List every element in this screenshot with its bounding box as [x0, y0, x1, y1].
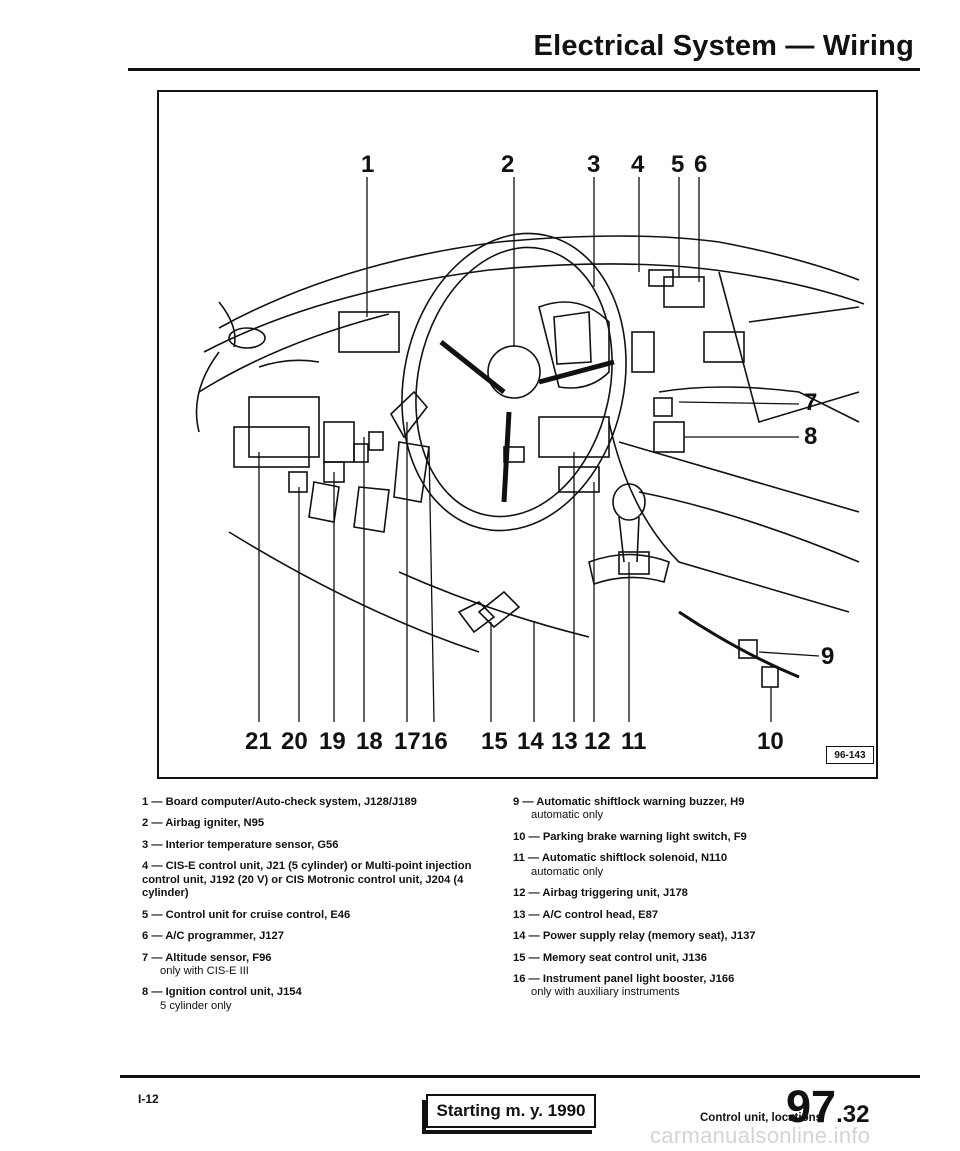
callout-14: 14 — [517, 728, 544, 755]
page-number: 97.32 — [786, 1084, 869, 1129]
dashboard-illustration: 1 2 3 4 5 6 7 8 9 10 11 12 13 14 15 16 1… — [157, 90, 878, 779]
legend-item: 5 — Control unit for cruise control, E46 — [142, 908, 351, 921]
callout-11: 11 — [621, 728, 646, 755]
callout-10: 10 — [757, 728, 784, 755]
callout-1: 1 — [361, 151, 374, 178]
callout-4: 4 — [631, 151, 645, 178]
legend-item: 13 — A/C control head, E87 — [513, 908, 659, 921]
callout-16: 16 — [421, 728, 448, 755]
legend-item: 16 — Instrument panel light booster, J16… — [513, 972, 735, 999]
callout-7: 7 — [804, 389, 817, 416]
header-rule — [128, 68, 920, 71]
callout-19: 19 — [319, 728, 346, 755]
callout-8: 8 — [804, 423, 817, 450]
legend-item: 3 — Interior temperature sensor, G56 — [142, 838, 339, 851]
applicability-box: Starting m. y. 1990 — [422, 1094, 596, 1134]
legend-item: 1 — Board computer/Auto-check system, J1… — [142, 796, 417, 808]
legend-item: 9 — Automatic shiftlock warning buzzer, … — [513, 796, 745, 822]
legend-item: 12 — Airbag triggering unit, J178 — [513, 887, 688, 900]
legend-item: 4 — CIS-E control unit, J21 (5 cylinder)… — [142, 860, 472, 900]
callout-17: 17 — [394, 728, 421, 755]
legend-item: 15 — Memory seat control unit, J136 — [513, 951, 707, 964]
callout-9: 9 — [821, 643, 834, 670]
callout-21: 21 — [245, 728, 272, 755]
page-title: Electrical System — Wiring — [533, 30, 914, 62]
callout-20: 20 — [281, 728, 308, 755]
callout-12: 12 — [584, 728, 611, 755]
legend-right-column: 9 — Automatic shiftlock warning buzzer, … — [513, 796, 853, 1008]
page-number-major: 97 — [786, 1081, 837, 1132]
watermark: carmanualsonline.info — [650, 1123, 871, 1148]
legend-item: 14 — Power supply relay (memory seat), J… — [513, 930, 756, 943]
page-reference: I-12 — [138, 1092, 159, 1106]
callout-15: 15 — [481, 728, 508, 755]
callout-5: 5 — [671, 151, 684, 178]
legend-item: 2 — Airbag igniter, N95 — [142, 817, 265, 830]
legend-item: 6 — A/C programmer, J127 — [142, 930, 284, 943]
legend-item: 10 — Parking brake warning light switch,… — [513, 830, 747, 843]
callout-2: 2 — [501, 151, 514, 178]
callout-13: 13 — [551, 728, 578, 755]
callout-6: 6 — [694, 151, 707, 178]
legend-left-column: 1 — Board computer/Auto-check system, J1… — [142, 796, 490, 1021]
figure-code: 96-143 — [826, 746, 874, 764]
footer-rule — [120, 1075, 920, 1078]
page-number-minor: .32 — [836, 1101, 870, 1128]
section-title: Control unit, locations — [700, 1112, 823, 1124]
callout-3: 3 — [587, 151, 600, 178]
dashboard-line-drawing: 1 2 3 4 5 6 7 8 9 10 11 12 13 14 15 16 1… — [195, 151, 865, 755]
callout-18: 18 — [356, 728, 383, 755]
